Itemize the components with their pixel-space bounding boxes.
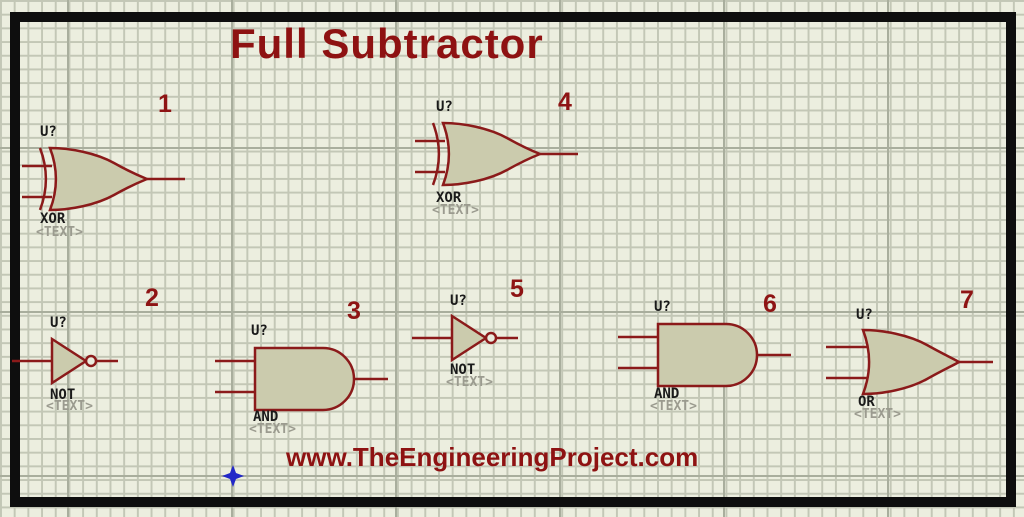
gate-type-label: NOT xyxy=(450,362,476,378)
gate-text-placeholder[interactable]: <TEXT> xyxy=(46,399,93,414)
gate-type-label: XOR xyxy=(40,211,66,227)
gate-number: 3 xyxy=(347,297,361,325)
gate-ref-label: U? xyxy=(50,315,67,331)
gate-number: 4 xyxy=(558,88,572,116)
gate-text-placeholder[interactable]: <TEXT> xyxy=(432,203,479,218)
gate-text-placeholder[interactable]: <TEXT> xyxy=(249,422,296,437)
gate-text-placeholder[interactable]: <TEXT> xyxy=(446,375,493,390)
gate-type-label: XOR xyxy=(436,190,462,206)
border-frame xyxy=(10,12,1016,507)
and-gate-symbol[interactable] xyxy=(618,322,793,388)
not-gate-symbol[interactable] xyxy=(412,313,522,363)
gate-ref-label: U? xyxy=(436,99,453,115)
and-gate-symbol[interactable] xyxy=(215,346,390,412)
xor-gate-symbol[interactable] xyxy=(415,120,580,188)
gate-text-placeholder[interactable]: <TEXT> xyxy=(650,399,697,414)
page-title: Full Subtractor xyxy=(230,20,544,67)
gate-ref-label: U? xyxy=(450,293,467,309)
gate-type-label: NOT xyxy=(50,387,76,403)
gate-number: 7 xyxy=(960,286,974,314)
or-gate-symbol[interactable] xyxy=(826,327,996,397)
gate-ref-label: U? xyxy=(654,299,671,315)
watermark-text: www.TheEngineeringProject.com xyxy=(286,442,699,472)
gate-ref-label: U? xyxy=(856,307,873,323)
gate-type-label: OR xyxy=(858,394,875,410)
gate-ref-label: U? xyxy=(251,323,268,339)
gate-text-placeholder[interactable]: <TEXT> xyxy=(854,407,901,422)
gate-ref-label: U? xyxy=(40,124,57,140)
gate-number: 5 xyxy=(510,275,524,303)
gate-type-label: AND xyxy=(253,409,279,425)
gate-number: 2 xyxy=(145,284,159,312)
gate-type-label: AND xyxy=(654,386,680,402)
xor-gate-symbol[interactable] xyxy=(22,145,187,213)
gate-number: 6 xyxy=(763,290,777,318)
origin-marker-icon xyxy=(222,465,244,487)
gate-text-placeholder[interactable]: <TEXT> xyxy=(36,225,83,240)
not-gate-symbol[interactable] xyxy=(12,336,122,386)
gate-number: 1 xyxy=(158,90,172,118)
